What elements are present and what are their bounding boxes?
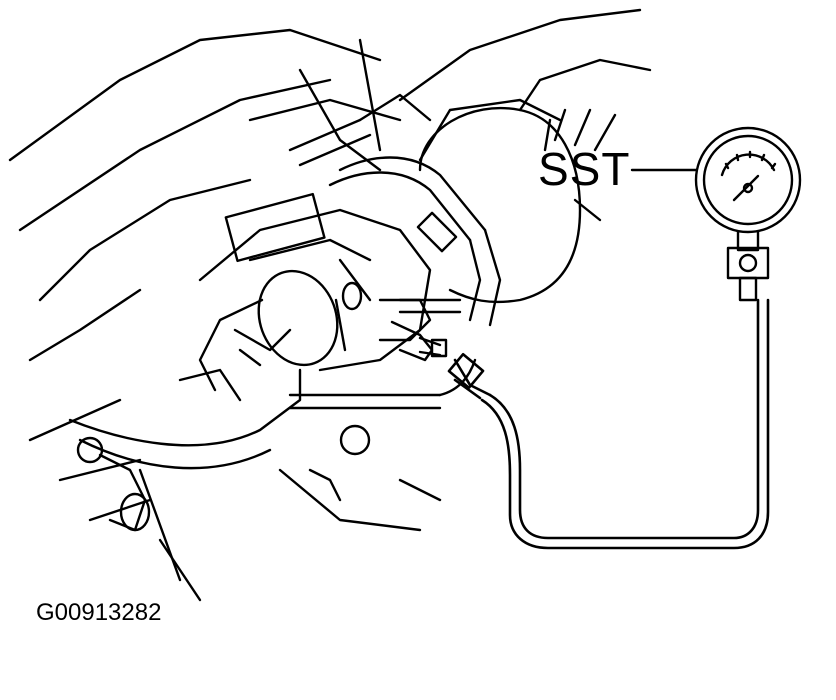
pressure-gauge [696,128,800,300]
sst-callout-label: SST [538,143,631,195]
pressure-port-cylinder [180,260,350,400]
test-port-fitting [392,322,446,360]
figure-id: G00913282 [36,599,162,626]
cooler-hoses [290,120,500,325]
lower-bracket [70,360,475,530]
converter-housing [420,60,650,302]
valve-body [200,194,460,370]
gauge-hose [449,300,768,548]
transmission-housing [10,10,640,600]
